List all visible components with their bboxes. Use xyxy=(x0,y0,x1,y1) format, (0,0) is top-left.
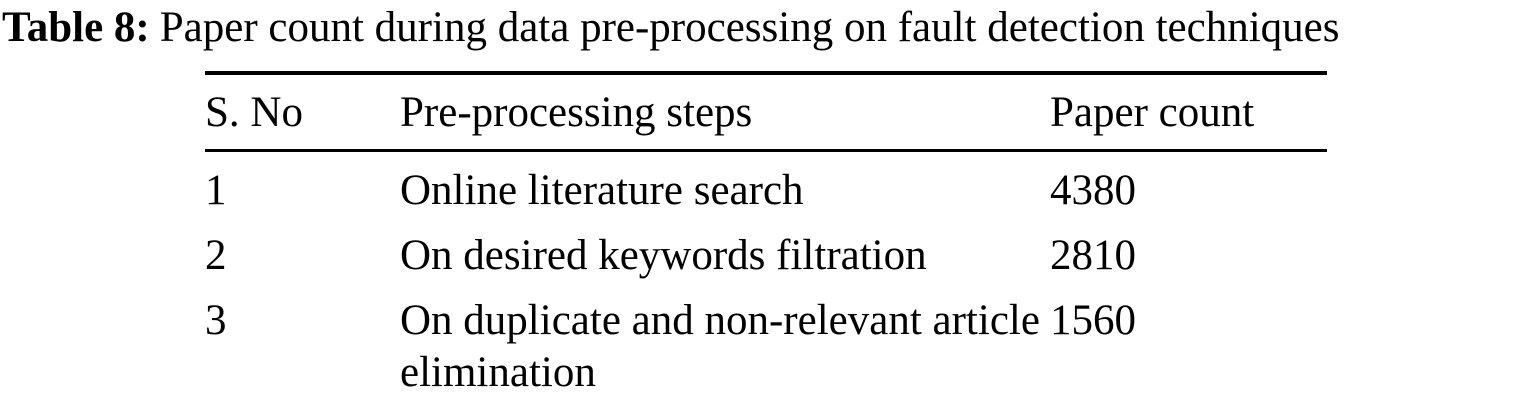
cell-sno: 1 xyxy=(205,167,227,214)
cell-paper-count: 2810 xyxy=(1050,232,1136,279)
preprocessing-steps-table: S. No Pre-processing steps Paper count 1… xyxy=(205,71,1327,404)
table-caption: Table 8:Paper count during data pre-proc… xyxy=(2,0,1339,56)
cell-paper-count: 4380 xyxy=(1050,167,1136,214)
cell-sno: 2 xyxy=(205,232,227,279)
table-header-row: S. No Pre-processing steps Paper count xyxy=(205,73,1327,151)
table-row: 3 On duplicate and non-relevant article … xyxy=(205,282,1327,404)
cell-step: On duplicate and non-relevant article el… xyxy=(400,297,1040,396)
table-caption-text: Paper count during data pre-processing o… xyxy=(159,4,1340,51)
column-header-paper-count: Paper count xyxy=(1050,89,1255,136)
table-row: 2 On desired keywords filtration 2810 xyxy=(205,217,1327,282)
cell-sno: 3 xyxy=(205,297,227,344)
column-header-sno: S. No xyxy=(205,89,303,136)
table-caption-label: Table 8: xyxy=(2,4,150,51)
cell-paper-count: 1560 xyxy=(1050,297,1136,344)
table-row: 1 Online literature search 4380 xyxy=(205,151,1327,218)
cell-step: Online literature search xyxy=(400,167,804,214)
cell-step: On desired keywords filtration xyxy=(400,232,927,279)
column-header-steps: Pre-processing steps xyxy=(400,89,753,136)
